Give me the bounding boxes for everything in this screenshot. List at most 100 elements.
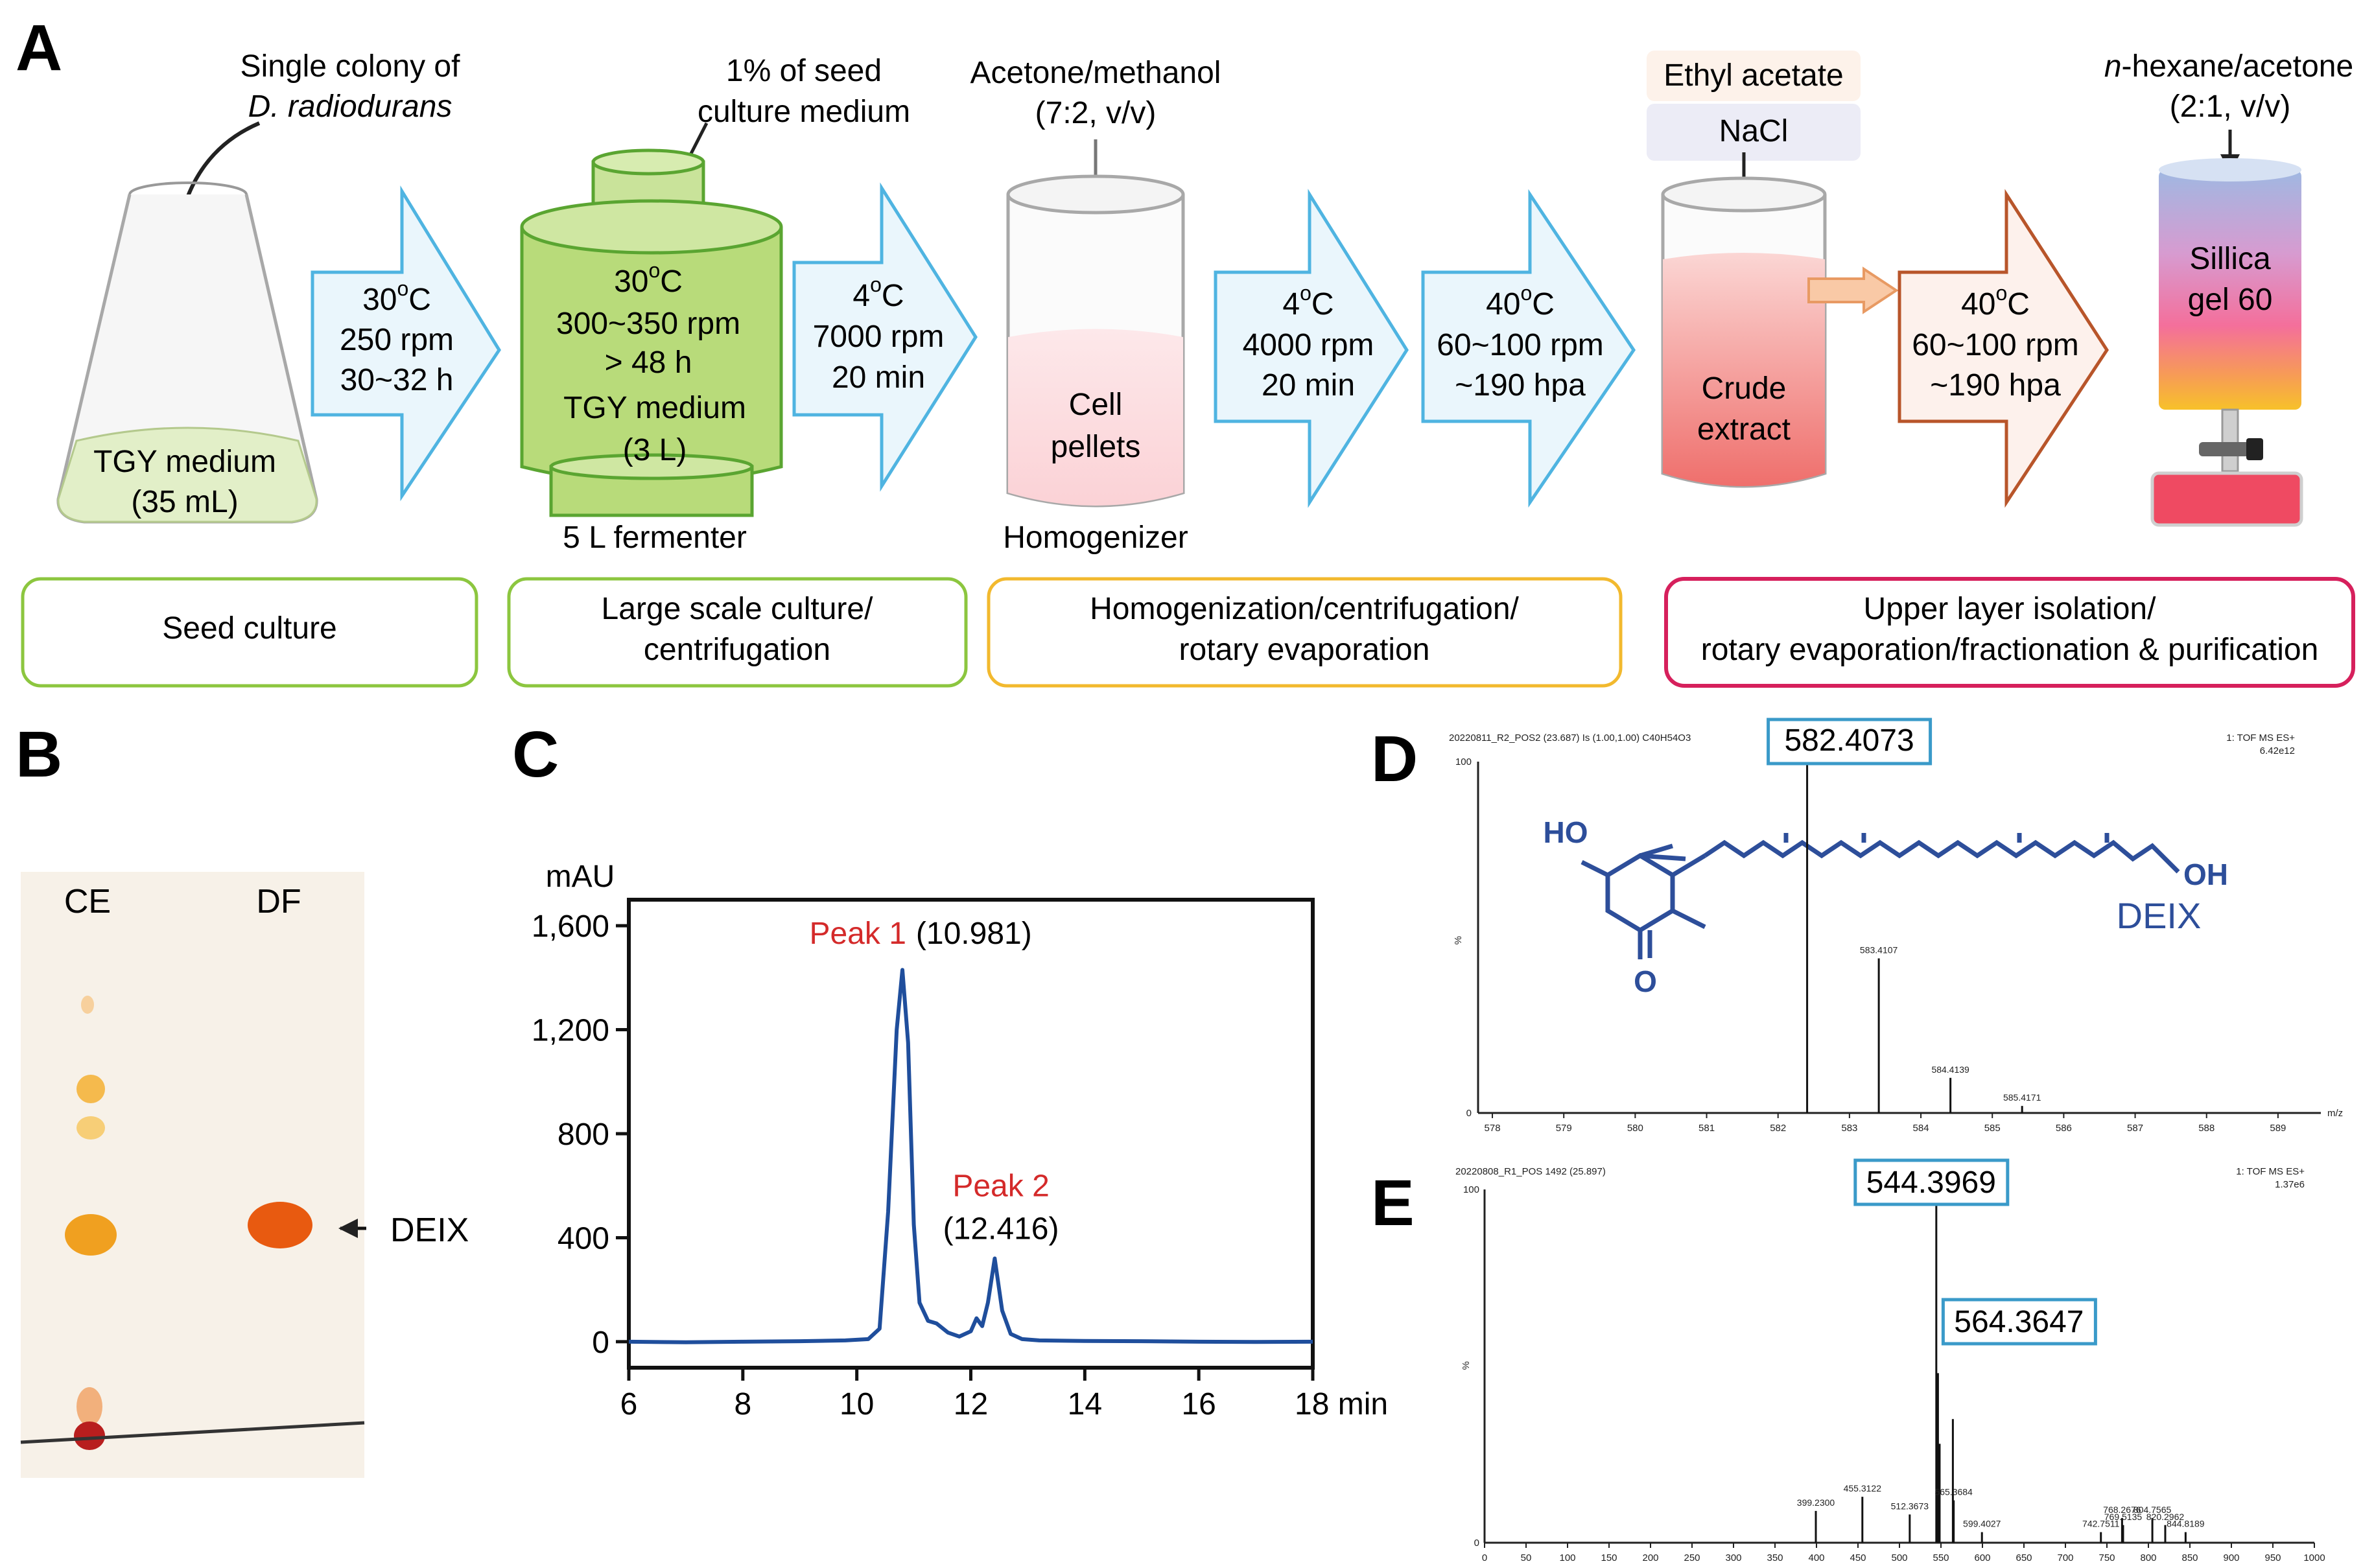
chart-c-ytick-label: 1,200 xyxy=(532,1014,609,1048)
d-peak-label: 583.4107 xyxy=(1860,945,1898,955)
e-xtick-label: 550 xyxy=(1933,1552,1949,1563)
e-boxed-peak-2-label: 564.3647 xyxy=(1954,1305,2084,1339)
e-xtick-label: 250 xyxy=(1684,1552,1700,1563)
panel-label-c: C xyxy=(512,718,559,791)
stage-box-homogenization: Homogenization/centrifugation/ rotary ev… xyxy=(987,577,1623,688)
d-xtick-label: 581 xyxy=(1698,1123,1715,1134)
stage-box-upper-layer: Upper layer isolation/ rotary evaporatio… xyxy=(1664,577,2355,688)
d-header-right-1: 1: TOF MS ES+ xyxy=(2226,732,2295,743)
svg-text:n-hexane/acetone: n-hexane/acetone xyxy=(2104,49,2353,84)
chart-c-ytick-label: 800 xyxy=(558,1117,609,1152)
seed-flask-label-2: (35 mL) xyxy=(131,485,238,519)
stage-box-4-line-1: Upper layer isolation/ xyxy=(1864,592,2157,626)
e-xtick-label: 400 xyxy=(1808,1552,1824,1563)
e-peak-label: 455.3122 xyxy=(1844,1483,1882,1493)
stage-box-seed-culture: Seed culture xyxy=(21,577,478,688)
process-arrow-5: 40oC 60~100 rpm ~190 hpa xyxy=(1898,189,2109,508)
process-arrow-2: 4oC 7000 rpm 20 min xyxy=(792,182,978,492)
e-peak-label: 844.8189 xyxy=(2167,1519,2205,1529)
fermenter-line-3: > 48 h xyxy=(605,345,692,380)
e-xtick-label: 150 xyxy=(1601,1552,1617,1563)
stage-box-4-line-2: rotary evaporation/fractionation & purif… xyxy=(1701,633,2319,667)
tlc-baseline xyxy=(20,1421,365,1444)
svg-text:40oC: 40oC xyxy=(1486,281,1555,322)
e-peak-label: 565.3684 xyxy=(1934,1487,1973,1497)
d-xtick-label: 583 xyxy=(1841,1123,1857,1134)
arrow3-line-2: 4000 rpm xyxy=(1243,328,1374,362)
seed-top-label-1: Single colony of xyxy=(241,49,461,84)
e-peak-label: 599.4027 xyxy=(1963,1519,2001,1529)
process-arrow-4: 40oC 60~100 rpm ~190 hpa xyxy=(1421,189,1636,508)
stage-box-2-line-2: centrifugation xyxy=(644,633,830,667)
deix-molecule-name: DEIX xyxy=(2117,895,2202,936)
e-boxed-peak-1-frame xyxy=(1853,1158,2010,1206)
arrow3-line-3: 20 min xyxy=(1262,368,1355,403)
lane-label-ce: CE xyxy=(64,883,111,920)
column-inner-1: Sillica xyxy=(2189,242,2271,276)
e-xtick-label: 950 xyxy=(2264,1552,2281,1563)
chart-c-peak2-value: (12.416) xyxy=(943,1211,1059,1246)
e-xtick-label: 1000 xyxy=(2303,1552,2325,1563)
chart-c-xtick-label: 16 xyxy=(1181,1387,1216,1422)
e-peak-label: 399.2300 xyxy=(1797,1497,1835,1508)
homogenizer-caption: Homogenizer xyxy=(1003,521,1188,555)
d-header-left: 20220811_R2_POS2 (23.687) Is (1.00,1.00)… xyxy=(1449,732,1691,743)
process-arrow-1: 30oC 250 rpm 30~32 h xyxy=(311,185,501,502)
fermenter-line-2: 300~350 rpm xyxy=(556,307,740,341)
arrow5-temp: 40 xyxy=(1961,287,1995,322)
d-xtick-label: 587 xyxy=(2127,1123,2143,1134)
e-header-left: 20220808_R1_POS 1492 (25.897) xyxy=(1455,1166,1606,1177)
d-y-zero: 0 xyxy=(1466,1108,1472,1119)
e-header-right-2: 1.37e6 xyxy=(2275,1179,2305,1190)
d-peak-label: 584.4139 xyxy=(1931,1064,1969,1075)
ce-spot-3 xyxy=(76,1116,105,1140)
stage-box-large-scale: Large scale culture/ centrifugation xyxy=(507,577,968,688)
df-spot xyxy=(248,1202,312,1248)
arrow4-line-3: ~190 hpa xyxy=(1455,368,1586,403)
e-xtick-label: 450 xyxy=(1850,1552,1866,1563)
chart-c-xtick-label: 6 xyxy=(620,1387,638,1422)
d-x-unit: m/z xyxy=(2327,1108,2343,1119)
d-xtick-label: 589 xyxy=(2270,1123,2286,1134)
e-xtick-label: 500 xyxy=(1891,1552,1907,1563)
arrow2-temp: 4 xyxy=(852,279,870,313)
ce-spot-2 xyxy=(76,1075,105,1103)
lane-label-df: DF xyxy=(256,883,301,920)
e-xtick-label: 600 xyxy=(1974,1552,1990,1563)
arrow5-line-3: ~190 hpa xyxy=(1930,368,2061,403)
homogenizer-top-label-1: Acetone/methanol xyxy=(970,56,1221,90)
arrow4-line-2: 60~100 rpm xyxy=(1437,328,1604,362)
chart-c-xtick-label: 12 xyxy=(954,1387,988,1422)
e-y-mid: % xyxy=(1461,1361,1472,1370)
chart-c-ytick-label: 1,600 xyxy=(532,909,609,944)
extract-inner-2: extract xyxy=(1697,412,1791,447)
e-xtick-label: 800 xyxy=(2140,1552,2156,1563)
seed-top-label-2: D. radiodurans xyxy=(248,89,452,124)
stage-box-1-line-1: Seed culture xyxy=(162,611,337,646)
deix-group-oh: OH xyxy=(2183,858,2228,891)
d-xtick-label: 582 xyxy=(1770,1123,1786,1134)
e-peak-label: 512.3673 xyxy=(1891,1501,1929,1511)
e-header-right-1: 1: TOF MS ES+ xyxy=(2236,1166,2305,1177)
extract-inner-1: Crude xyxy=(1702,371,1787,406)
chart-c-peak1-name: Peak 1 xyxy=(809,917,906,951)
e-boxed-peak-1-label: 544.3969 xyxy=(1866,1165,1996,1200)
extraction-beaker: Ethyl acetate NaCl Crude extract xyxy=(1647,51,1899,488)
process-arrow-3: 4oC 4000 rpm 20 min xyxy=(1214,189,1409,508)
fermenter: 1% of seed culture medium 30oC 300~350 r… xyxy=(520,54,910,555)
d-y-mid: % xyxy=(1453,936,1464,944)
e-xtick-label: 700 xyxy=(2057,1552,2073,1563)
arrow1-line-2: 250 rpm xyxy=(340,323,454,357)
arrow1-line-3: 30~32 h xyxy=(340,363,454,397)
column-top-label-2: (2:1, v/v) xyxy=(2170,89,2291,124)
d-xtick-label: 588 xyxy=(2198,1123,2215,1134)
e-peak-label: 742.7511 xyxy=(2082,1519,2120,1529)
fermenter-top-label-1: 1% of seed xyxy=(726,54,882,88)
arrow3-temp: 4 xyxy=(1282,287,1300,322)
column-top-label-1: n xyxy=(2104,49,2122,84)
d-header-right-2: 6.42e12 xyxy=(2260,745,2295,756)
panel-label-a: A xyxy=(16,12,62,84)
e-xtick-label: 650 xyxy=(2016,1552,2032,1563)
d-xtick-label: 586 xyxy=(2056,1123,2072,1134)
